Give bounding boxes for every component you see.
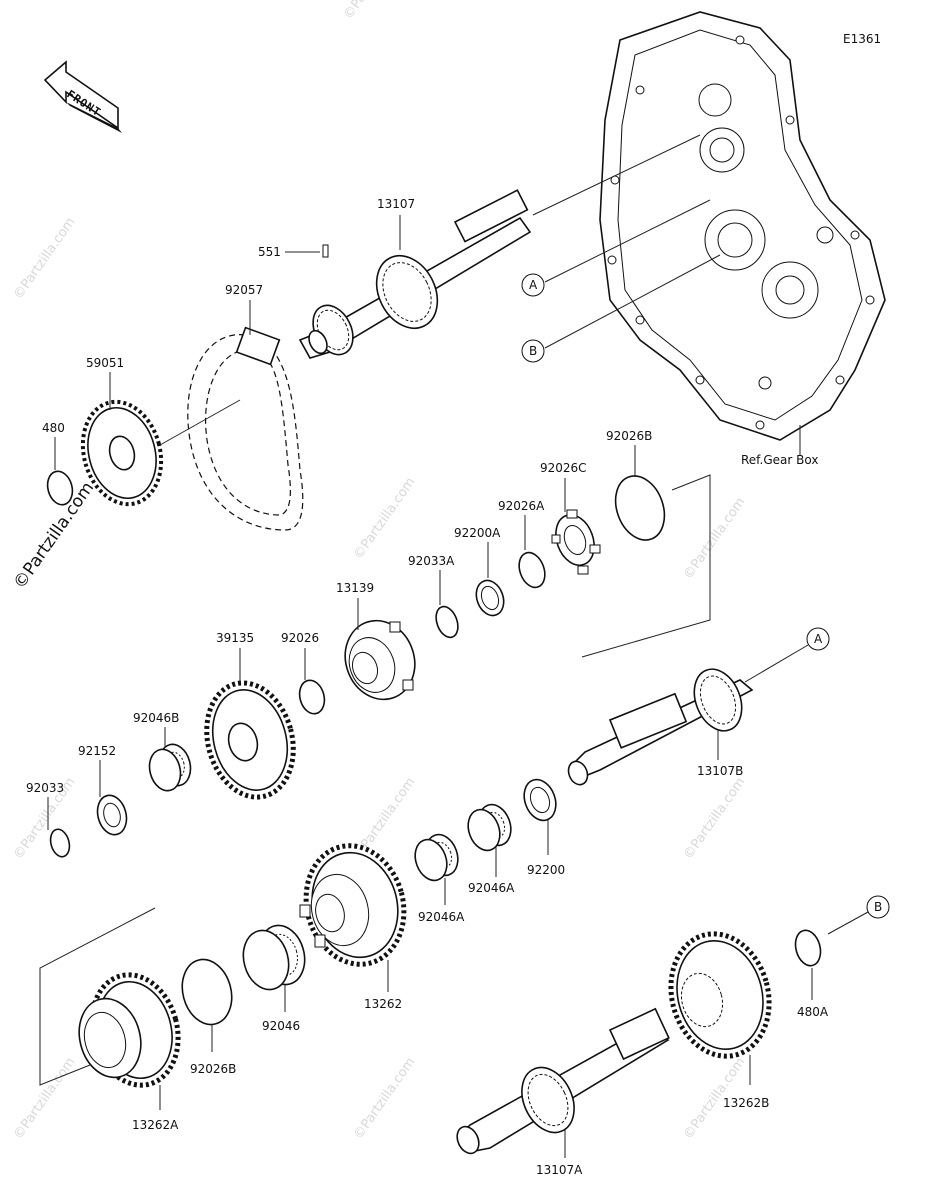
watermark-text: ©Partzilla.com bbox=[681, 495, 748, 582]
part-label-92026b-top: 92026B bbox=[606, 429, 652, 443]
bearing-92046 bbox=[242, 924, 306, 991]
watermark-text: ©Partzilla.com bbox=[681, 775, 748, 862]
part-label-92026b-bottom: 92026B bbox=[190, 1062, 236, 1076]
front-arrow-icon: FRONT bbox=[43, 60, 122, 133]
part-label-480: 480 bbox=[42, 421, 65, 435]
group-bracket bbox=[39, 907, 156, 1086]
part-label-92200: 92200 bbox=[527, 863, 565, 877]
gear-13262 bbox=[299, 843, 407, 967]
part-label-92046: 92046 bbox=[262, 1019, 300, 1033]
watermark-text: ©Partzilla.com bbox=[351, 475, 418, 562]
part-label-39135: 39135 bbox=[216, 631, 254, 645]
leader-line bbox=[544, 254, 721, 349]
gear-box-housing bbox=[599, 11, 886, 441]
dog-clutch-13139 bbox=[344, 619, 416, 701]
part-label-13139: 13139 bbox=[336, 581, 374, 595]
sprocket-59051 bbox=[80, 399, 164, 507]
part-label-92046a-2: 92046A bbox=[418, 910, 465, 924]
part-label-480a: 480A bbox=[797, 1005, 829, 1019]
chain-92057 bbox=[187, 326, 304, 531]
gear-39135 bbox=[204, 680, 296, 800]
circlip-480a bbox=[794, 929, 822, 967]
watermark-text: ©Partzilla.com bbox=[341, 0, 408, 22]
shaft-13107a bbox=[456, 1007, 670, 1155]
leader-line bbox=[744, 644, 809, 683]
part-label-92057: 92057 bbox=[225, 283, 263, 297]
part-label-92046b: 92046B bbox=[133, 711, 179, 725]
part-label-92152: 92152 bbox=[78, 744, 116, 758]
ring-92026a bbox=[518, 551, 546, 589]
bearing-92046b bbox=[148, 743, 192, 792]
washer-92026c bbox=[551, 509, 601, 575]
part-label-92026a: 92026A bbox=[498, 499, 545, 513]
leader-line bbox=[159, 399, 241, 446]
watermark-text: ©Partzilla.com bbox=[11, 215, 78, 302]
group-bracket bbox=[581, 474, 711, 658]
leader-line bbox=[544, 199, 711, 283]
circlip-92033a bbox=[435, 605, 459, 639]
circlip-92033 bbox=[49, 828, 71, 858]
bearing-92046a-1 bbox=[467, 803, 512, 852]
callout-a-middle: A bbox=[806, 627, 830, 651]
part-label-13262b: 13262B bbox=[723, 1096, 769, 1110]
leader-line bbox=[532, 134, 701, 216]
watermark-text: ©Partzilla.com bbox=[351, 1055, 418, 1142]
part-label-92026c: 92026C bbox=[540, 461, 587, 475]
part-label-13262: 13262 bbox=[364, 997, 402, 1011]
callout-b-top: B bbox=[521, 339, 545, 363]
pin-551 bbox=[322, 244, 329, 258]
watermark-text: ©Partzilla.com bbox=[11, 1055, 78, 1142]
ring-92026 bbox=[298, 679, 326, 715]
bearing-92046a-2 bbox=[414, 833, 459, 882]
part-label-13107a: 13107A bbox=[536, 1163, 583, 1177]
part-label-92200a: 92200A bbox=[454, 526, 501, 540]
gear-13262b bbox=[668, 931, 772, 1059]
leader-line bbox=[827, 911, 869, 935]
callout-letter: B bbox=[874, 900, 882, 914]
shaft-13107b bbox=[567, 668, 754, 786]
reference-label: Ref.Gear Box bbox=[741, 453, 818, 467]
part-label-92033a: 92033A bbox=[408, 554, 455, 568]
part-label-13107b: 13107B bbox=[697, 764, 743, 778]
gear-13262a bbox=[78, 972, 181, 1088]
circlip-480 bbox=[46, 470, 74, 506]
ring-92026b-bottom bbox=[181, 958, 233, 1026]
part-label-551: 551 bbox=[258, 245, 281, 259]
part-label-92033: 92033 bbox=[26, 781, 64, 795]
part-label-13262a: 13262A bbox=[132, 1118, 179, 1132]
callout-b-bottom: B bbox=[866, 895, 890, 919]
diagram-code: E1361 bbox=[843, 32, 881, 46]
part-label-59051: 59051 bbox=[86, 356, 124, 370]
part-label-92046a-1: 92046A bbox=[468, 881, 515, 895]
part-label-13107: 13107 bbox=[377, 197, 415, 211]
shaft-13107 bbox=[298, 189, 532, 359]
callout-letter: A bbox=[814, 632, 823, 646]
part-label-92026: 92026 bbox=[281, 631, 319, 645]
callout-letter: B bbox=[529, 344, 537, 358]
ring-92026b-top bbox=[614, 475, 666, 541]
callout-letter: A bbox=[529, 278, 538, 292]
callout-a-top: A bbox=[521, 273, 545, 297]
